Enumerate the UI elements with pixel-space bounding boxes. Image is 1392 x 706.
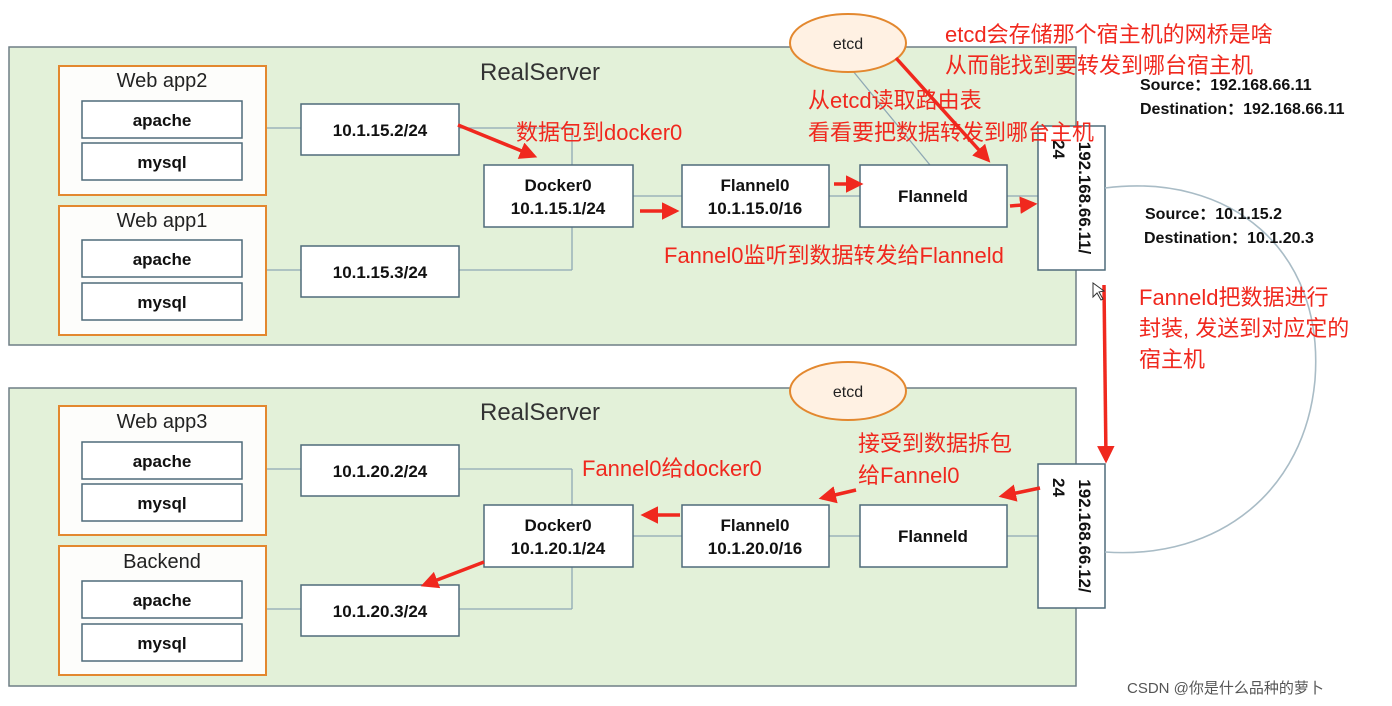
backend-apache-label: apache bbox=[133, 591, 192, 610]
route-note-line2: 看看要把数据转发到哪台主机 bbox=[808, 120, 1094, 145]
backend-mysql-label: mysql bbox=[137, 634, 186, 653]
unpack-note-line2: 给Fannel0 bbox=[858, 463, 960, 488]
web-app2-apache-box bbox=[81, 100, 243, 139]
flannel0-1-ip: 10.1.15.0/16 bbox=[708, 199, 803, 218]
web-app2-mysql-label: mysql bbox=[137, 153, 186, 172]
container-ip-4-box bbox=[300, 584, 460, 637]
arrow-docker0-to-container bbox=[420, 560, 485, 589]
route-note-line1: 从etcd读取路由表 bbox=[808, 88, 982, 113]
flannel0-2-box bbox=[681, 504, 830, 568]
etcd-2-node bbox=[789, 361, 907, 421]
docker0-1-name: Docker0 bbox=[524, 176, 591, 195]
arrow-host-down bbox=[1097, 284, 1115, 464]
docker0-2-ip: 10.1.20.1/24 bbox=[511, 539, 606, 558]
etcd-2-label: etcd bbox=[833, 384, 863, 401]
flannel0-2-name: Flannel0 bbox=[721, 516, 790, 535]
web-app1-mysql-box bbox=[81, 282, 243, 321]
red-arrows bbox=[420, 56, 1115, 589]
host-ip-1-line2: 24 bbox=[1049, 140, 1068, 159]
container-ip-1-box bbox=[300, 103, 460, 156]
encapsulate-note-line3: 宿主机 bbox=[1139, 347, 1205, 372]
flannel0-1-box bbox=[681, 164, 830, 228]
web-app3-apache-label: apache bbox=[133, 452, 192, 471]
host-ip-2-line1: 192.168.66.12/ bbox=[1075, 479, 1094, 593]
outer-destination: Destination：192.168.66.11 bbox=[1140, 101, 1345, 118]
web-app2-apache-label: apache bbox=[133, 111, 192, 130]
etcd-note-line1: etcd会存储那个宿主机的网桥是啥 bbox=[945, 22, 1273, 47]
docker0-2-box bbox=[483, 504, 634, 568]
flanneld-2-box bbox=[859, 504, 1008, 568]
arrow-flanneld-to-host bbox=[1009, 196, 1038, 214]
realserver-1-title: RealServer bbox=[480, 59, 600, 86]
host-ip-2-line2: 24 bbox=[1049, 478, 1068, 497]
container-ip-3-label: 10.1.20.2/24 bbox=[333, 462, 428, 481]
docker0-1-ip: 10.1.15.1/24 bbox=[511, 199, 606, 218]
docker0-1-box bbox=[483, 164, 634, 228]
inner-source: Source：10.1.15.2 bbox=[1145, 206, 1282, 223]
arrow-etcd-to-flanneld bbox=[894, 56, 991, 163]
etcd-note-line2: 从而能找到要转发到哪台宿主机 bbox=[945, 53, 1253, 78]
to-docker0-dest-note: Fannel0给docker0 bbox=[582, 456, 762, 481]
flannel0-1-name: Flannel0 bbox=[721, 176, 790, 195]
encapsulate-note-line2: 封装, 发送到对应定的 bbox=[1139, 316, 1349, 341]
flanneld-1-box bbox=[859, 164, 1008, 228]
realserver-2-title: RealServer bbox=[480, 399, 600, 426]
etcd-1-node bbox=[789, 13, 907, 73]
outer-source: Source：192.168.66.11 bbox=[1140, 77, 1312, 94]
server-2-connectors bbox=[266, 468, 1038, 610]
flanneld-1-label: Flanneld bbox=[898, 187, 968, 206]
backend-mysql-box bbox=[81, 623, 243, 662]
inner-destination: Destination：10.1.20.3 bbox=[1144, 230, 1314, 247]
encapsulate-note-line1: Fanneld把数据进行 bbox=[1139, 285, 1329, 310]
web-app3-mysql-box bbox=[81, 483, 243, 522]
web-app1-apache-label: apache bbox=[133, 250, 192, 269]
backend-apache-box bbox=[81, 580, 243, 619]
flanneld-2-label: Flanneld bbox=[898, 527, 968, 546]
backend-title: Backend bbox=[123, 551, 201, 573]
flannel0-2-ip: 10.1.20.0/16 bbox=[708, 539, 803, 558]
container-ip-2-label: 10.1.15.3/24 bbox=[333, 263, 428, 282]
unpack-note-line1: 接受到数据拆包 bbox=[858, 431, 1012, 456]
arrow-host2-to-flanneld bbox=[998, 484, 1041, 502]
host-ip-2-box bbox=[1037, 463, 1106, 609]
etcd-1-label: etcd bbox=[833, 36, 863, 53]
web-app3-mysql-label: mysql bbox=[137, 494, 186, 513]
web-app2-title: Web app2 bbox=[117, 70, 208, 92]
web-app1-title: Web app1 bbox=[117, 210, 208, 232]
web-app1-apache-box bbox=[81, 239, 243, 278]
mouse-cursor-icon bbox=[1092, 282, 1106, 301]
docker0-2-name: Docker0 bbox=[524, 516, 591, 535]
container-ip-3-box bbox=[300, 444, 460, 497]
host-ip-1-box bbox=[1037, 125, 1106, 271]
container-ip-4-label: 10.1.20.3/24 bbox=[333, 602, 428, 621]
server-1-connectors bbox=[266, 64, 1038, 271]
web-app1-mysql-label: mysql bbox=[137, 293, 186, 312]
flannel0-listen-note: Fannel0监听到数据转发给Flanneld bbox=[664, 243, 1004, 268]
web-app2-mysql-box bbox=[81, 142, 243, 181]
container-ip-2-box bbox=[300, 245, 460, 298]
web-app3-title: Web app3 bbox=[117, 411, 208, 433]
watermark: CSDN @你是什么品种的萝卜 bbox=[1127, 680, 1324, 697]
tunnel-curve bbox=[1104, 185, 1317, 554]
arrow-to-docker0 bbox=[457, 123, 538, 159]
web-app3-apache-box bbox=[81, 441, 243, 480]
container-ip-1-label: 10.1.15.2/24 bbox=[333, 121, 428, 140]
arrow-flanneld-to-flannel0 bbox=[818, 486, 857, 504]
to-docker0-note: 数据包到docker0 bbox=[516, 120, 682, 145]
host-ip-1-line1: 192.168.66.11/ bbox=[1075, 142, 1094, 255]
